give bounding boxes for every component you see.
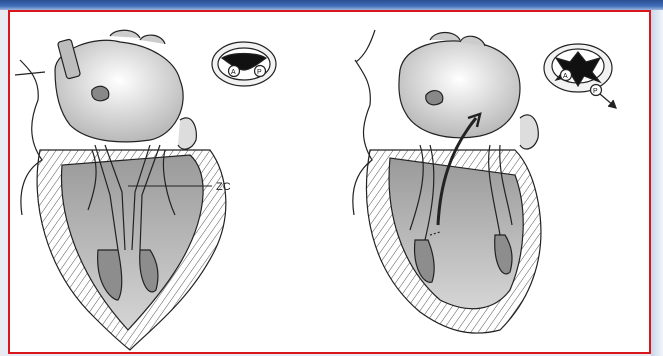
zc-label: ZC — [216, 181, 231, 193]
left-heart — [15, 30, 226, 350]
right-inset-label-a: A — [563, 73, 568, 80]
left-inset-label-p: P — [257, 69, 262, 76]
left-inset-label-a: A — [231, 69, 236, 76]
left-valve-inset — [212, 42, 276, 86]
right-valve-inset — [544, 44, 616, 108]
right-inset-label-p: P — [593, 88, 598, 95]
right-heart — [353, 30, 541, 333]
